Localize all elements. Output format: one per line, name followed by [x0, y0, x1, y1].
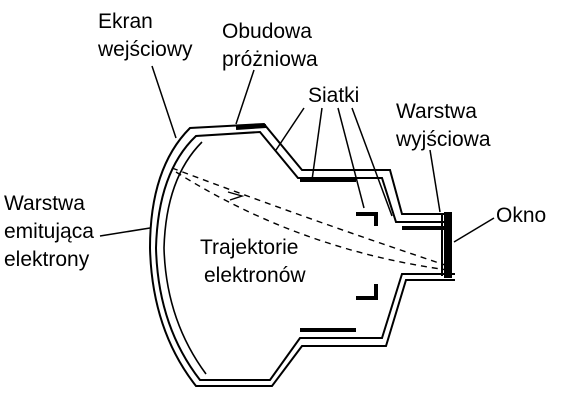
leader-grid-1 [311, 107, 323, 181]
label-input-screen: Ekran wejściowy [97, 10, 193, 61]
housing-inner-upper [155, 130, 445, 249]
label-window: Okno [496, 204, 546, 227]
grid-2-bottom [356, 284, 378, 300]
window [444, 212, 452, 278]
label-emitting-layer: Warstwa emitująca elektrony [4, 192, 100, 271]
leader-grid-2 [337, 107, 365, 209]
housing-inner-lower [155, 247, 455, 381]
leader-output-layer [429, 149, 441, 213]
grid-2-top [356, 212, 378, 226]
label-vacuum-housing: Obudowa próżniowa [222, 20, 318, 71]
housing-top-thick [235, 124, 267, 130]
housing-outline-upper [149, 122, 445, 249]
label-grids: Siatki [308, 84, 359, 107]
leader-grid-3 [351, 107, 393, 217]
leader-input-screen [151, 65, 177, 139]
label-output-layer: Warstwa wyjściowa [395, 100, 491, 151]
trajectory-upper [171, 167, 449, 267]
leader-grid-1b [275, 107, 305, 151]
leader-window [453, 217, 495, 243]
label-trajectories: Trajektorie elektronów [200, 236, 306, 287]
leader-vacuum-housing [235, 69, 255, 125]
input-screen [163, 141, 207, 375]
housing-outline-lower [149, 247, 455, 387]
trajectory-arrow [227, 191, 245, 201]
leader-emitting-layer [99, 227, 151, 237]
trajectory-lower [175, 171, 449, 271]
